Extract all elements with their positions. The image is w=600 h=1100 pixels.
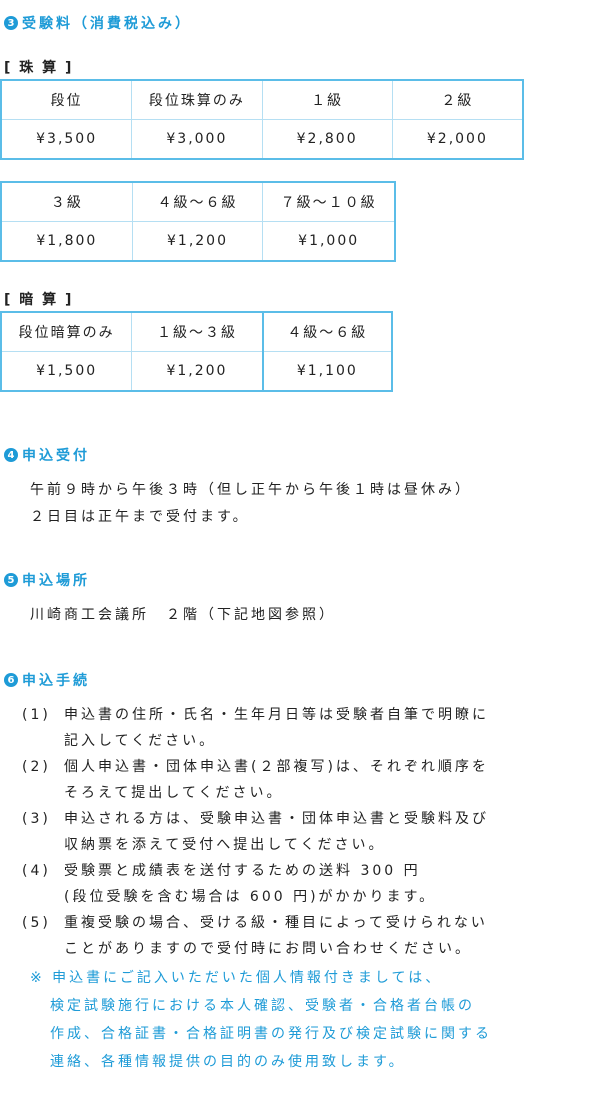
procedure-item-text: 受験票と成績表を送付するための送料 300 円 (64, 863, 421, 879)
price-cell: ¥1,800 (0, 221, 133, 262)
procedure-item: (2) 個人申込書・団体申込書(２部複写)は、それぞれ順序を そろえて提出してくだ… (22, 756, 489, 801)
number-6-badge: 6 (4, 673, 18, 687)
procedure-item-continuation: (段位受験を含む場合は 600 円)がかかります。 (64, 889, 437, 905)
abacus-heading: [ 珠 算 ] (4, 60, 74, 76)
procedure-item: (4)受験票と成績表を送付するための送料 300 円 (段位受験を含む場合は 6… (22, 860, 433, 905)
privacy-note-line: 連絡、各種情報提供の目的のみ使用致します。 (50, 1054, 406, 1070)
procedure-item-text: 申込書の住所・氏名・生年月日等は受験者自筆で明瞭に (64, 707, 489, 723)
procedure-heading: 6 申込手続 (4, 670, 90, 690)
price-cell: ¥2,800 (261, 119, 393, 160)
procedure-item-continuation: 収納票を添えて受付へ提出してください。 (64, 837, 386, 853)
fees-title: 受験料（消費税込み） (22, 16, 192, 32)
reception-second-day: ２日目は正午まで受付ます。 (30, 509, 250, 525)
table-header-cell: ４級～６級 (261, 311, 393, 352)
price-cell: ¥1,200 (131, 351, 264, 392)
table-header-cell: 段位珠算のみ (131, 79, 263, 120)
price-cell: ¥1,100 (261, 351, 393, 392)
procedure-item-number: (2) (22, 759, 51, 775)
place-heading: 5 申込場所 (4, 570, 90, 590)
procedure-item-number: (4) (22, 863, 51, 879)
price-cell: ¥2,000 (391, 119, 524, 160)
table-header-cell: ７級～１０級 (262, 181, 396, 222)
privacy-note-line: 作成、合格証書・合格証明書の発行及び検定試験に関する (50, 1026, 492, 1042)
place-location: 川崎商工会議所 ２階（下記地図参照） (30, 607, 336, 623)
fees-heading: 3 受験料（消費税込み） (4, 13, 192, 33)
privacy-note: ※ 申込書にご記入いただいた個人情報付きましては、 検定試験施行における本人確認… (30, 964, 492, 1076)
table-row: ¥3,500 ¥3,000 ¥2,800 ¥2,000 (0, 119, 524, 160)
reception-title: 申込受付 (22, 448, 90, 464)
number-3-badge: 3 (4, 16, 18, 30)
procedure-item-text: 重複受験の場合、受ける級・種目によって受けられない (64, 915, 488, 931)
procedure-item: (1) 申込書の住所・氏名・生年月日等は受験者自筆で明瞭に 記入してください。 (22, 704, 489, 749)
table-row: ¥1,800 ¥1,200 ¥1,000 (0, 221, 396, 262)
price-cell: ¥1,500 (0, 351, 133, 392)
table-header-cell: ４級～６級 (131, 181, 264, 222)
privacy-note-line: 検定試験施行における本人確認、受験者・合格者台帳の (50, 998, 475, 1014)
procedure-item-number: (3) (22, 811, 51, 827)
privacy-note-line: ※ 申込書にご記入いただいた個人情報付きましては、 (30, 970, 443, 986)
procedure-item-number: (5) (22, 915, 51, 931)
table-header-cell: ３級 (0, 181, 133, 222)
procedure-item-continuation: 記入してください。 (64, 733, 217, 749)
price-cell: ¥1,200 (131, 221, 264, 262)
procedure-item-continuation: そろえて提出してください。 (64, 785, 284, 801)
table-row: ¥1,500 ¥1,200 ¥1,100 (0, 351, 393, 392)
abacus-fee-table-1: 段位 段位珠算のみ １級 ２級 ¥3,500 ¥3,000 ¥2,800 ¥2,… (0, 79, 524, 160)
reception-hours: 午前９時から午後３時（但し正午から午後１時は昼休み） (30, 482, 472, 498)
table-header-cell: 段位暗算のみ (0, 311, 133, 352)
mental-heading: [ 暗 算 ] (4, 292, 74, 308)
table-row: 段位暗算のみ １級～３級 ４級～６級 (0, 311, 393, 352)
table-row: 段位 段位珠算のみ １級 ２級 (0, 79, 524, 120)
table-header-cell: １級 (261, 79, 393, 120)
procedure-title: 申込手続 (22, 673, 90, 689)
procedure-item-number: (1) (22, 707, 51, 723)
table-header-cell: １級～３級 (131, 311, 264, 352)
table-header-cell: ２級 (391, 79, 524, 120)
procedure-item-text: 個人申込書・団体申込書(２部複写)は、それぞれ順序を (64, 759, 489, 775)
table-row: ３級 ４級～６級 ７級～１０級 (0, 181, 396, 222)
number-5-badge: 5 (4, 573, 18, 587)
procedure-item: (5) 重複受験の場合、受ける級・種目によって受けられない ことがありますので受付… (22, 912, 488, 957)
procedure-item-continuation: ことがありますので受付時にお問い合わせください。 (64, 941, 472, 957)
reception-heading: 4 申込受付 (4, 445, 90, 465)
table-header-cell: 段位 (0, 79, 133, 120)
place-title: 申込場所 (22, 573, 90, 589)
abacus-fee-table-2: ３級 ４級～６級 ７級～１０級 ¥1,800 ¥1,200 ¥1,000 (0, 181, 396, 262)
procedure-item-text: 申込される方は、受験申込書・団体申込書と受験料及び (64, 811, 489, 827)
price-cell: ¥1,000 (262, 221, 396, 262)
procedure-item: (3) 申込される方は、受験申込書・団体申込書と受験料及び 収納票を添えて受付へ提… (22, 808, 489, 853)
number-4-badge: 4 (4, 448, 18, 462)
mental-fee-table: 段位暗算のみ １級～３級 ４級～６級 ¥1,500 ¥1,200 ¥1,100 (0, 311, 393, 392)
price-cell: ¥3,500 (0, 119, 133, 160)
price-cell: ¥3,000 (131, 119, 263, 160)
